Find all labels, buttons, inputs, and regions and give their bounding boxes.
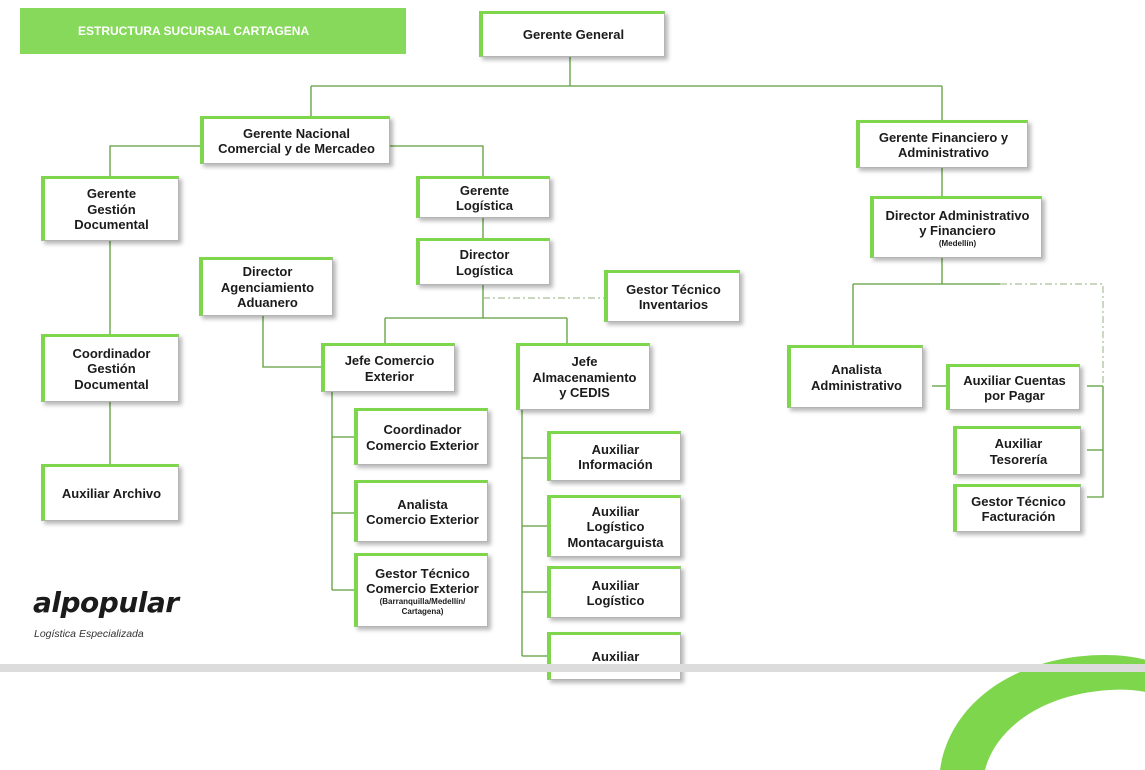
node-aux-informacion: Auxiliar Información: [547, 431, 681, 481]
node-label: Director: [242, 264, 293, 280]
node-label: Gestión: [87, 201, 136, 217]
node-label: Auxiliar Archivo: [61, 485, 162, 501]
node-jefe-almacenamiento: Jefe Almacenamiento y CEDIS: [516, 343, 650, 410]
footer-bar: [0, 664, 1145, 672]
node-label: Coordinador: [383, 422, 462, 437]
node-gerente-logistica: Gerente Logística: [416, 176, 550, 218]
node-label: Agenciamiento: [220, 279, 315, 295]
node-label: Auxiliar: [994, 436, 1043, 451]
node-label: Administrativo: [810, 377, 902, 393]
node-label: Documental: [74, 217, 149, 233]
node-label: Analista: [397, 496, 448, 512]
node-label: Gerente General: [522, 27, 625, 43]
node-label: y CEDIS: [559, 385, 610, 401]
node-sublabel: (Medellín): [938, 238, 977, 248]
node-label: Documental: [74, 376, 149, 392]
node-label: y Financiero: [919, 223, 996, 238]
node-coordinador-comercio: Coordinador Comercio Exterior: [354, 408, 488, 465]
node-gerente-gestion-documental: Gerente Gestión Documental: [41, 176, 179, 241]
node-label: Gerente: [459, 182, 510, 198]
node-label: por Pagar: [984, 388, 1045, 403]
connector-lines: [109, 55, 1104, 657]
node-label: Comercio Exterior: [366, 437, 479, 453]
node-gerente-general: Gerente General: [479, 11, 665, 57]
node-label: Gerente Nacional: [243, 125, 350, 141]
node-gestor-facturacion: Gestor Técnico Facturación: [953, 484, 1081, 532]
node-label: Gestor Técnico: [375, 565, 470, 581]
node-label: Administrativo: [897, 145, 989, 160]
node-label: Jefe: [571, 354, 598, 370]
node-label: Logístico: [586, 519, 645, 535]
node-label: Comercial y de Mercadeo: [218, 141, 375, 156]
node-label: Auxiliar: [591, 649, 640, 665]
node-label: Auxiliar Cuentas: [963, 372, 1066, 388]
node-aux-logistico: Auxiliar Logístico: [547, 566, 681, 618]
node-aux-archivo: Auxiliar Archivo: [41, 464, 179, 521]
node-sublabel: Cartagena): [401, 606, 444, 616]
company-tagline: Logística Especializada: [34, 628, 144, 640]
node-auxiliar: Auxiliar: [547, 632, 681, 680]
node-label: Analista: [831, 362, 882, 377]
node-sublabel: (Barranquilla/Medellín/: [379, 596, 466, 606]
node-label: Facturación: [981, 509, 1056, 524]
node-jefe-comercio-exterior: Jefe Comercio Exterior: [321, 343, 455, 392]
node-label: Gerente Financiero y: [878, 129, 1009, 145]
node-label: Gerente: [86, 186, 137, 202]
node-label: Inventarios: [638, 297, 709, 312]
node-coordinador-gestion: Coordinador Gestión Documental: [41, 334, 179, 402]
node-gerente-financiero: Gerente Financiero y Administrativo: [856, 120, 1028, 168]
node-label: Logístico: [586, 593, 645, 608]
node-label: Exterior: [364, 368, 415, 384]
node-label: Comercio Exterior: [366, 581, 479, 596]
chart-title: ESTRUCTURA SUCURSAL CARTAGENA: [78, 24, 310, 38]
node-label: Auxiliar: [591, 503, 640, 519]
node-aux-montacarguista: Auxiliar Logístico Montacarguista: [547, 495, 681, 557]
node-aux-cuentas-pagar: Auxiliar Cuentas por Pagar: [946, 364, 1080, 410]
node-label: Logística: [455, 262, 514, 278]
node-analista-administrativo: Analista Administrativo: [787, 345, 923, 408]
node-label: Gestor Técnico: [971, 493, 1066, 509]
node-director-logistica: Director Logística: [416, 238, 550, 285]
node-label: Información: [578, 457, 653, 472]
node-aux-tesoreria: Auxiliar Tesorería: [953, 426, 1081, 475]
node-label: Logística: [455, 198, 514, 213]
node-label: Montacarguista: [567, 534, 664, 550]
node-gerente-nacional: Gerente Nacional Comercial y de Mercadeo: [200, 116, 390, 164]
title-banner: ESTRUCTURA SUCURSAL CARTAGENA: [20, 8, 406, 54]
node-label: Auxiliar: [591, 441, 640, 457]
brand-swoosh-icon: [940, 655, 1145, 770]
node-label: Director Administrativo: [885, 207, 1030, 223]
node-gestor-comercio: Gestor Técnico Comercio Exterior (Barran…: [354, 553, 488, 627]
node-label: Auxiliar: [591, 577, 640, 593]
node-label: Tesorería: [989, 451, 1048, 467]
node-director-administrativo: Director Administrativo y Financiero (Me…: [870, 196, 1042, 258]
node-label: Gestor Técnico: [626, 281, 721, 297]
node-label: Coordinador: [72, 345, 151, 361]
node-analista-comercio: Analista Comercio Exterior: [354, 480, 488, 542]
company-logo: alpopular: [33, 586, 179, 619]
node-gestor-inventarios: Gestor Técnico Inventarios: [604, 270, 740, 322]
node-label: Aduanero: [237, 295, 298, 311]
node-director-agenciamiento: Director Agenciamiento Aduanero: [199, 257, 333, 316]
node-label: Jefe Comercio: [344, 353, 435, 368]
node-label: Gestión: [87, 361, 136, 377]
node-label: Director: [459, 247, 510, 262]
node-label: Almacenamiento: [532, 369, 637, 385]
node-label: Comercio Exterior: [366, 512, 479, 527]
